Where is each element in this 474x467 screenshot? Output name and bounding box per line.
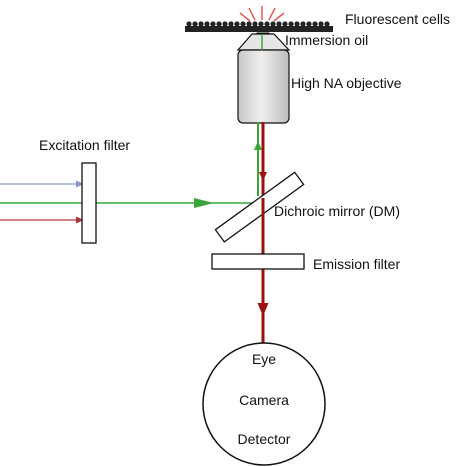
label-emission-filter: Emission filter xyxy=(313,256,400,272)
dichroic-mirror xyxy=(214,171,305,243)
red-light-arrow xyxy=(76,216,84,224)
incoming-light xyxy=(0,180,258,224)
objective-lens xyxy=(236,33,291,124)
label-detector: Detector xyxy=(238,431,291,447)
emission-beam-lower xyxy=(257,198,269,352)
excitation-up-arrow xyxy=(254,141,262,150)
label-objective: High NA objective xyxy=(291,75,402,91)
label-fluorescent-cells: Fluorescent cells xyxy=(345,11,450,27)
label-excitation-filter: Excitation filter xyxy=(39,137,130,153)
emission-filter xyxy=(211,253,305,270)
beam-paths xyxy=(254,34,267,198)
label-immersion-oil: Immersion oil xyxy=(285,32,368,48)
fluorescent-cells-sample xyxy=(185,21,333,32)
cell-beads xyxy=(186,21,330,27)
blue-light-arrow xyxy=(76,180,84,188)
detector-circle xyxy=(202,342,326,466)
green-excitation-arrow xyxy=(194,198,214,208)
emission-glow-rays xyxy=(239,6,285,22)
excitation-filter xyxy=(81,162,97,244)
label-camera: Camera xyxy=(239,392,289,408)
emission-down-arrow-lower xyxy=(257,303,269,316)
label-eye: Eye xyxy=(252,351,276,367)
emission-down-arrow-upper xyxy=(259,172,267,181)
label-dichroic-mirror: Dichroic mirror (DM) xyxy=(274,203,400,219)
